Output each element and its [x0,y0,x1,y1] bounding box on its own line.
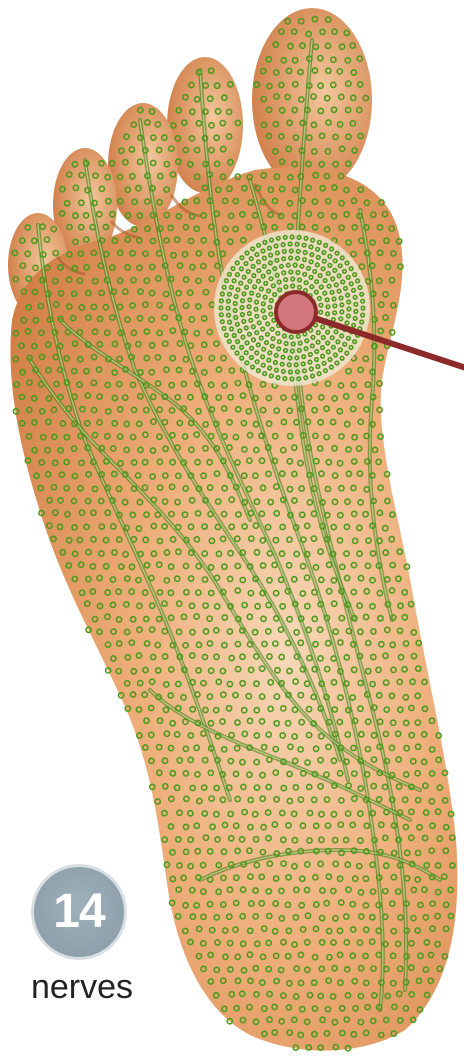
third-toe [108,103,178,227]
nerve-count-label: nerves [22,968,142,1007]
nerve-count: 14 [53,888,104,936]
pointer-pin-icon [276,292,316,332]
count-badge: 14 [31,864,127,960]
